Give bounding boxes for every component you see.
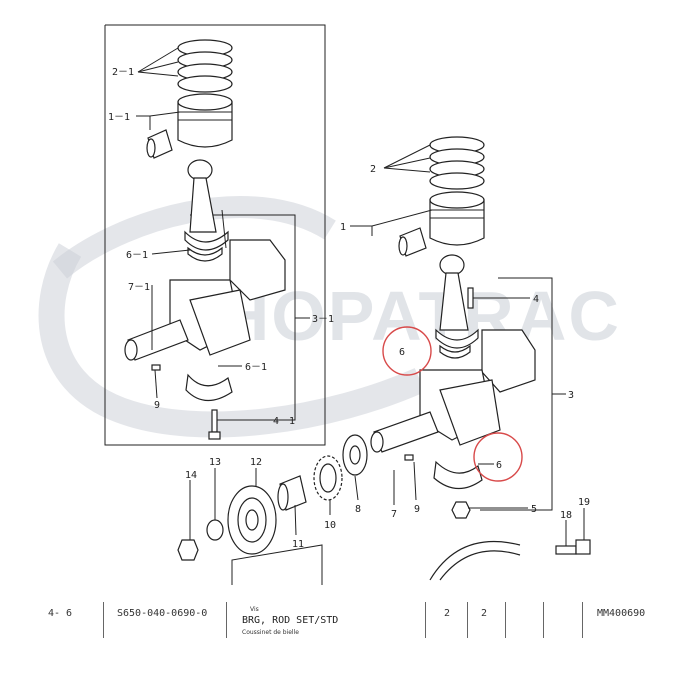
parts-list-row: 4- 6 S650-040-0690-0 Vis BRG, ROD SET/ST… bbox=[0, 598, 700, 648]
right-assembly-group bbox=[177, 136, 591, 585]
leader-lines bbox=[136, 47, 585, 546]
callout-13: 13 bbox=[209, 457, 221, 468]
callout-6-1-upper: 6－1 bbox=[126, 250, 148, 261]
column-divider bbox=[425, 602, 426, 638]
exploded-parts-diagram: SHOPATRAC bbox=[38, 24, 619, 585]
piston-right bbox=[429, 191, 485, 246]
callout-6-upper: 6 bbox=[399, 347, 405, 358]
bearing-shell-lower-left bbox=[185, 373, 233, 402]
connecting-rod-right bbox=[435, 254, 479, 349]
callout-3-1: 3－1 bbox=[312, 314, 334, 325]
flywheel-edge-inner bbox=[439, 550, 521, 581]
connecting-rod-left bbox=[184, 159, 229, 251]
callout-1-1: 1－1 bbox=[108, 112, 130, 123]
callout-7: 7 bbox=[391, 509, 397, 520]
column-divider bbox=[543, 602, 544, 638]
piston-pin-left bbox=[146, 129, 173, 159]
description-top: Vis bbox=[250, 606, 259, 613]
callout-19: 19 bbox=[578, 497, 590, 508]
watermark: SHOPATRAC bbox=[38, 196, 619, 438]
nut-14 bbox=[177, 539, 199, 561]
washer-13 bbox=[206, 519, 224, 541]
callout-2: 2 bbox=[370, 164, 376, 175]
callout-6-1-lower: 6－1 bbox=[245, 362, 267, 373]
callout-5: 5 bbox=[531, 504, 537, 515]
crankshaft-right bbox=[370, 329, 536, 453]
quantity-2: 2 bbox=[481, 608, 488, 619]
part-number: S650-040-0690-0 bbox=[117, 608, 208, 619]
crankshaft-left bbox=[124, 239, 286, 361]
bearing-shell-upper-right bbox=[439, 344, 471, 359]
nut-right bbox=[451, 501, 471, 519]
callout-14: 14 bbox=[185, 470, 197, 481]
callout-18: 18 bbox=[560, 510, 572, 521]
callout-10: 10 bbox=[324, 520, 336, 531]
piston-rings-left bbox=[177, 39, 233, 93]
callout-9-right: 9 bbox=[414, 504, 420, 515]
highlight-circle-lower bbox=[473, 432, 523, 482]
highlight-circle-upper bbox=[382, 326, 432, 376]
description-bottom: Coussinet de bielle bbox=[242, 629, 299, 636]
callout-9-left: 9 bbox=[154, 400, 160, 411]
callout-3: 3 bbox=[568, 390, 574, 401]
description: BRG, ROD SET/STD bbox=[242, 615, 339, 626]
collar bbox=[277, 475, 307, 511]
callout-12: 12 bbox=[250, 457, 262, 468]
callout-8: 8 bbox=[355, 504, 361, 515]
key-left bbox=[151, 364, 161, 371]
callout-4-1: 4－1 bbox=[273, 416, 295, 427]
piston-rings-right bbox=[429, 136, 485, 190]
column-divider bbox=[505, 602, 506, 638]
callout-4: 4 bbox=[533, 294, 539, 305]
column-divider bbox=[467, 602, 468, 638]
crank-pulley bbox=[227, 485, 277, 555]
thrust-washer bbox=[342, 434, 368, 476]
callout-1: 1 bbox=[340, 222, 346, 233]
callout-labels: 2－1 1－1 6－1 7－1 3－1 6－1 9 4－1 2 1 4 6 3 … bbox=[108, 67, 590, 550]
piston-left bbox=[177, 93, 233, 148]
crank-gear bbox=[313, 455, 343, 501]
callout-11: 11 bbox=[292, 539, 304, 550]
ref-number: 4- 6 bbox=[48, 608, 73, 619]
callout-2-1: 2－1 bbox=[112, 67, 134, 78]
column-divider bbox=[582, 602, 583, 638]
model-code: MM400690 bbox=[597, 608, 646, 619]
rod-bolt-left bbox=[208, 409, 221, 440]
callout-6-lower: 6 bbox=[496, 460, 502, 471]
left-assembly-group bbox=[104, 24, 326, 446]
column-divider bbox=[226, 602, 227, 638]
bearing-shell-lower-right bbox=[433, 460, 483, 490]
quantity-1: 2 bbox=[444, 608, 451, 619]
key-right bbox=[404, 454, 414, 461]
bolt-18-19 bbox=[555, 539, 591, 555]
column-divider bbox=[103, 602, 104, 638]
bearing-shell-upper-left bbox=[187, 246, 223, 262]
piston-pin-right bbox=[398, 227, 427, 257]
callout-7-1: 7－1 bbox=[128, 282, 150, 293]
